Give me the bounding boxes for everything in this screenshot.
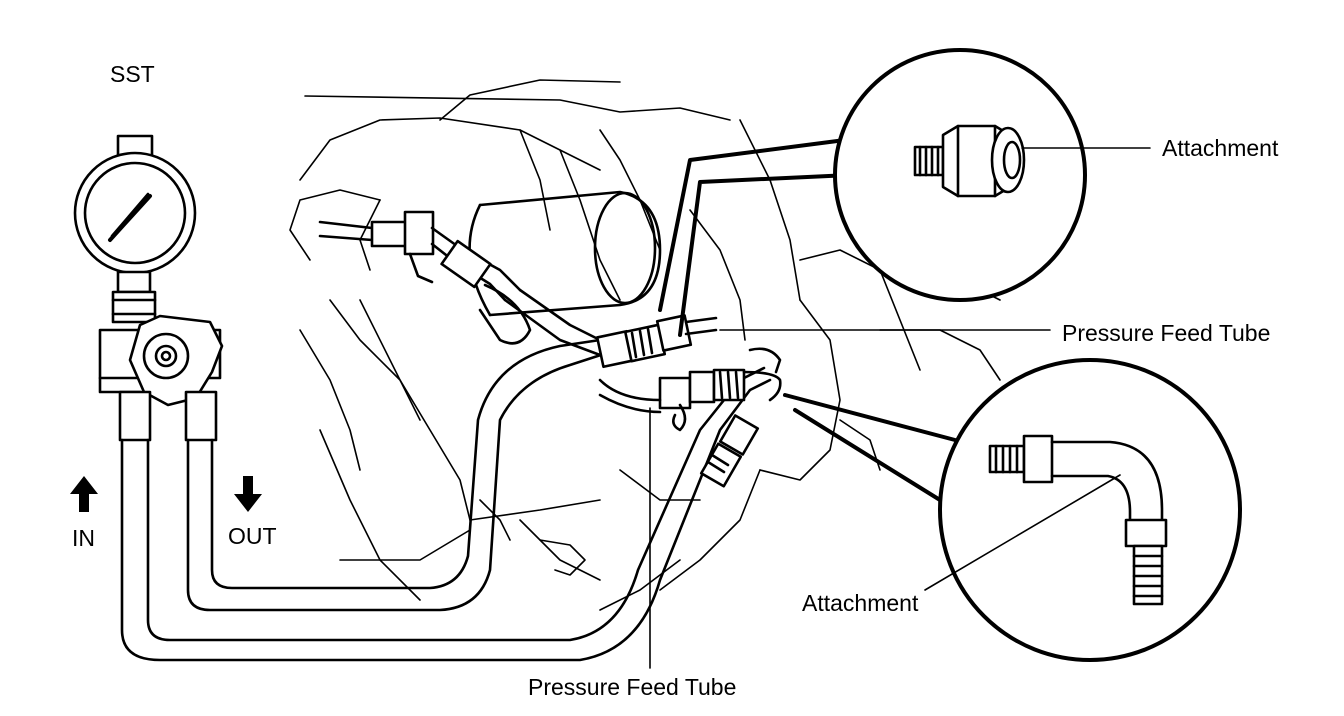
in-arrow-icon bbox=[70, 476, 98, 512]
label-in: IN bbox=[72, 525, 95, 551]
out-hose bbox=[186, 338, 612, 612]
label-attachment-top: Attachment bbox=[1162, 135, 1279, 161]
label-pressure-feed-tube-bottom: Pressure Feed Tube bbox=[528, 674, 736, 700]
leader-lines bbox=[649, 147, 1151, 669]
out-arrow-icon bbox=[234, 476, 262, 512]
attachment-bottom-part bbox=[988, 434, 1168, 606]
label-out: OUT bbox=[228, 523, 277, 549]
attachment-top-part bbox=[913, 124, 1026, 198]
engine-background-sketch bbox=[289, 79, 1001, 611]
filter-canister bbox=[468, 190, 662, 317]
label-attachment-bottom: Attachment bbox=[802, 590, 919, 616]
engine-side-fittings bbox=[595, 314, 782, 488]
label-sst: SST bbox=[110, 61, 155, 87]
leader-attachment-bottom bbox=[924, 474, 1121, 591]
in-hose bbox=[120, 366, 772, 662]
label-pressure-feed-tube-right: Pressure Feed Tube bbox=[1062, 320, 1270, 346]
detail-callout-bottom bbox=[783, 358, 1242, 662]
sst-gauge-assembly bbox=[73, 134, 224, 442]
detail-callout-top bbox=[658, 48, 1087, 337]
